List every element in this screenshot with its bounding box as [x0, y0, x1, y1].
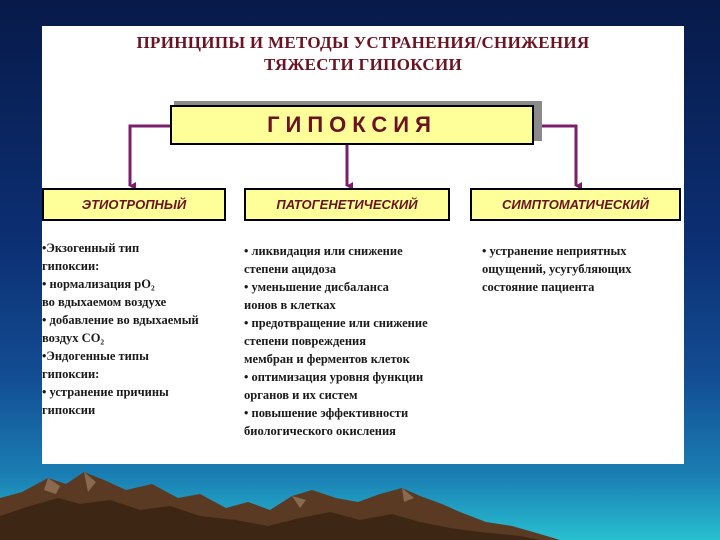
list-item: • предотвращение или снижение	[244, 316, 428, 330]
category-symptomatic: СИМПТОМАТИЧЕСКИЙ	[470, 188, 681, 221]
list-item: степени ацидоза	[244, 262, 337, 276]
list-item: • ликвидация или снижение	[244, 244, 403, 258]
list-item: биологического окисления	[244, 424, 396, 438]
list-item: степени повреждения	[244, 334, 367, 348]
list-item: состояние пациента	[482, 280, 595, 294]
list-item: мембран и ферментов клеток	[244, 352, 410, 366]
list-item: ощущений, усугубляющих	[482, 262, 632, 276]
list-item: • уменьшение дисбаланса	[244, 280, 389, 294]
list-item: во вдыхаемом воздухе	[42, 295, 167, 309]
list-item: • добавление во вдыхаемый	[42, 313, 199, 327]
list-item: • оптимизация уровня функции	[244, 370, 424, 384]
list-item: гипоксии:	[42, 259, 100, 273]
category-etiotropic: ЭТИОТРОПНЫЙ	[42, 188, 226, 221]
slide-panel: ПРИНЦИПЫ И МЕТОДЫ УСТРАНЕНИЯ/СНИЖЕНИЯ ТЯ…	[42, 26, 684, 464]
connector-right	[534, 124, 582, 190]
list-item: • повышение эффективности	[244, 406, 409, 420]
title-line-1: ПРИНЦИПЫ И МЕТОДЫ УСТРАНЕНИЯ/СНИЖЕНИЯ	[136, 33, 590, 52]
list-item: •Экзогенный тип	[42, 241, 140, 255]
list-item: •Эндогенные типы	[42, 349, 149, 363]
list-item: • устранение причины	[42, 385, 169, 399]
list-item: органов и их систем	[244, 388, 358, 402]
list-item: • нормализация pO₂	[42, 277, 155, 291]
page-title: ПРИНЦИПЫ И МЕТОДЫ УСТРАНЕНИЯ/СНИЖЕНИЯ ТЯ…	[42, 32, 684, 76]
hypoxia-box: ГИПОКСИЯ	[170, 105, 534, 145]
list-item: гипоксии:	[42, 367, 100, 381]
list-item: гипоксии	[42, 403, 96, 417]
mountains-decoration	[0, 472, 560, 540]
list-item: ионов в клетках	[244, 298, 336, 312]
list-item: • устранение неприятных	[482, 244, 627, 258]
list-item: воздух CO₂	[42, 331, 105, 345]
symptomatic-list: • устранение неприятных ощущений, усугуб…	[482, 242, 632, 296]
connector-lines	[128, 124, 582, 190]
etiotropic-list: •Экзогенный тип гипоксии: • нормализация…	[42, 239, 199, 419]
connector-left	[128, 124, 170, 190]
pathogenetic-list: • ликвидация или снижение степени ацидоз…	[244, 242, 428, 440]
title-line-2: ТЯЖЕСТИ ГИПОКСИИ	[263, 55, 463, 74]
category-pathogenetic: ПАТОГЕНЕТИЧЕСКИЙ	[244, 188, 450, 221]
